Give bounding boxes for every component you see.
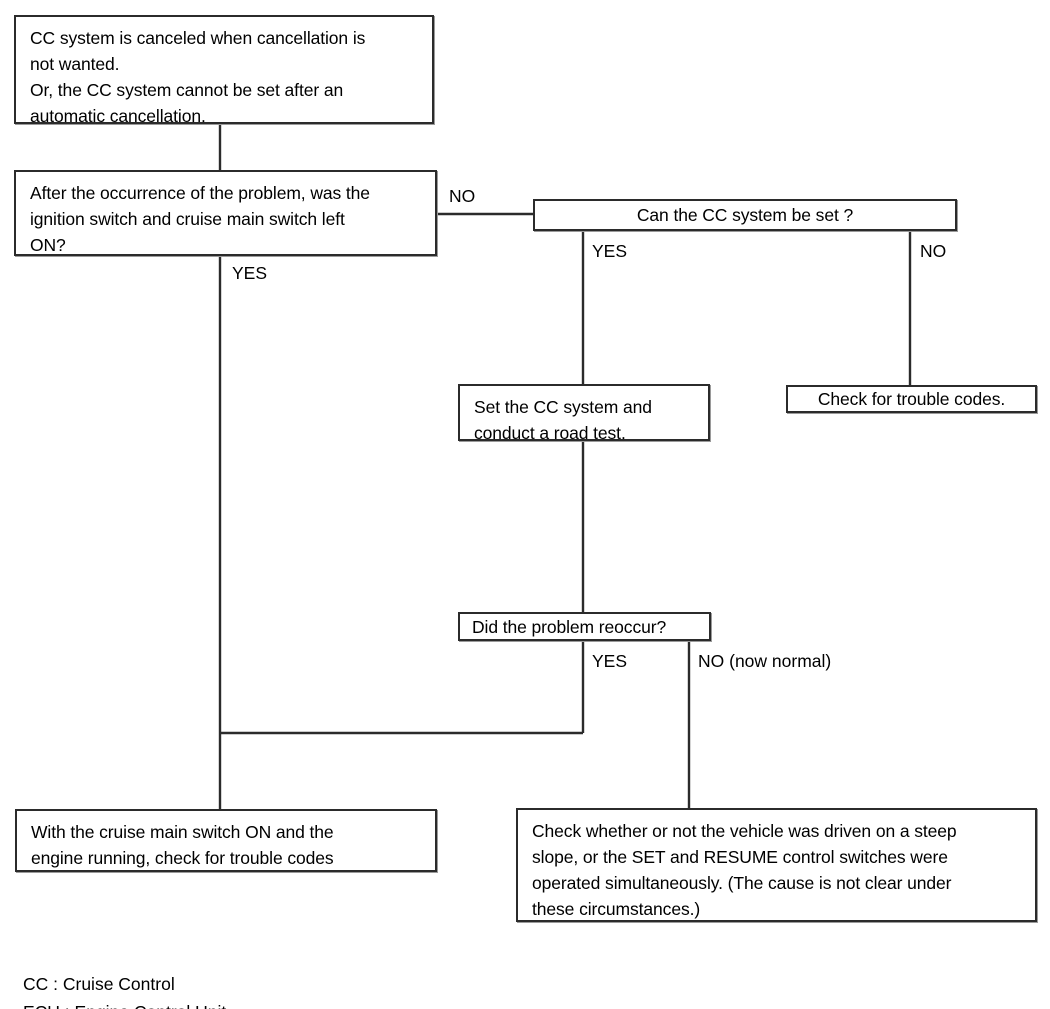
node-question-ignition: After the occurrence of the problem, was… bbox=[14, 170, 437, 256]
node-action-check-conditions-text: Check whether or not the vehicle was dri… bbox=[532, 821, 957, 919]
edge-label-canset-yes: YES bbox=[592, 241, 628, 261]
node-action-cruise-on-codes-text: With the cruise main switch ON and the e… bbox=[31, 822, 334, 868]
node-symptom: CC system is canceled when cancellation … bbox=[14, 15, 434, 126]
legend-text: CC : Cruise Control ECU : Engine Control… bbox=[23, 974, 226, 1009]
edge-label-canset-no: NO bbox=[920, 241, 947, 261]
node-question-can-set-text: Can the CC system be set ? bbox=[636, 205, 854, 225]
node-question-can-set: Can the CC system be set ? bbox=[533, 199, 957, 231]
legend-abbreviations: CC : Cruise Control ECU : Engine Control… bbox=[23, 942, 226, 1009]
edge-label-reoccur-yes: YES bbox=[592, 651, 628, 671]
node-question-reoccur: Did the problem reoccur? bbox=[458, 612, 711, 641]
node-symptom-text: CC system is canceled when cancellation … bbox=[30, 28, 366, 126]
node-action-check-codes-text: Check for trouble codes. bbox=[817, 389, 1006, 409]
node-action-cruise-on-codes: With the cruise main switch ON and the e… bbox=[15, 809, 437, 872]
edge-label-ignition-no: NO bbox=[449, 186, 476, 206]
edge-label-reoccur-no: NO (now normal) bbox=[698, 651, 832, 671]
node-action-set-road-test-text: Set the CC system and conduct a road tes… bbox=[474, 397, 652, 443]
node-action-check-conditions: Check whether or not the vehicle was dri… bbox=[516, 808, 1037, 922]
node-action-set-road-test: Set the CC system and conduct a road tes… bbox=[458, 384, 710, 443]
node-question-reoccur-text: Did the problem reoccur? bbox=[472, 616, 667, 637]
node-action-check-codes: Check for trouble codes. bbox=[786, 385, 1037, 413]
node-question-ignition-text: After the occurrence of the problem, was… bbox=[30, 183, 370, 255]
edge-label-ignition-yes: YES bbox=[232, 263, 268, 283]
